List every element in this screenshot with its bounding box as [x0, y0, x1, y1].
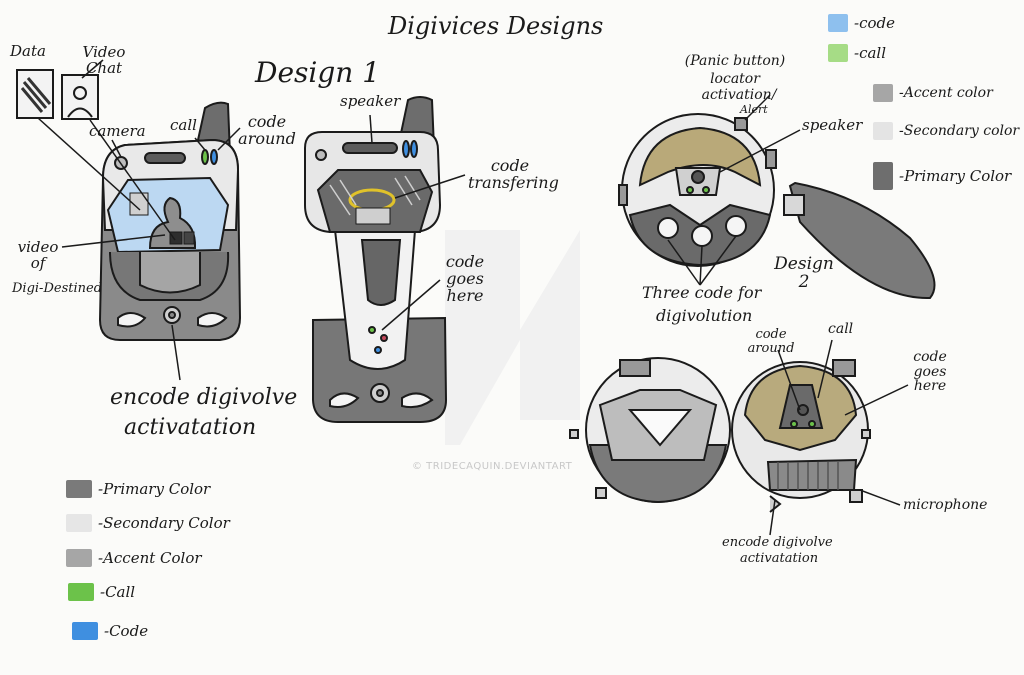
legend-right-item: -code	[828, 14, 895, 32]
watermark-text: © TRIDECAQUIN.DEVIANTART	[412, 461, 573, 472]
legend-left-item: -Call	[68, 583, 135, 601]
speaker-label-design2: speaker	[802, 116, 863, 134]
legend-left-item: -Accent Color	[66, 549, 202, 567]
legend-right-item: -Primary Color	[873, 162, 1011, 190]
data-label: Data	[10, 42, 46, 60]
design1-heading: Design 1	[255, 56, 381, 89]
microphone-label: microphone	[903, 497, 988, 513]
legend-label: Primary Color	[904, 167, 1012, 185]
digivolution-label: digivolution	[656, 306, 753, 325]
activatation-label: activatation	[124, 415, 257, 440]
code-goes-here-label-design1: code goes here	[445, 252, 485, 305]
design1-side-leader-lines	[369, 114, 466, 331]
encode-digivolve-label-design2: encode digivolve	[722, 535, 833, 550]
data-icon	[16, 69, 54, 119]
design2-top-leader-lines	[667, 94, 801, 286]
legend-right-item: -Secondary color	[873, 122, 1019, 140]
alert-label: Alert	[740, 103, 768, 116]
video-chat-label: Video Chat	[82, 43, 126, 77]
panic-button-label: (Panic button)	[684, 53, 786, 69]
legend-label: Accent Color	[103, 549, 202, 567]
design2-heading: Design 2	[774, 254, 834, 292]
digi-destined-label: Digi-Destined	[12, 281, 103, 296]
video-chat-icon	[61, 74, 99, 120]
legend-label: Secondary color	[903, 123, 1020, 139]
legend-right-item: -call	[828, 44, 886, 62]
camera-label: camera	[89, 122, 146, 140]
legend-label: Accent color	[903, 85, 993, 101]
sheet-title: Digivices Designs	[388, 12, 604, 40]
legend-left-item: -Code	[72, 622, 148, 640]
design1-device-side	[304, 96, 448, 423]
legend-swatch	[72, 622, 98, 640]
design2-device-open-left	[569, 357, 731, 504]
legend-swatch	[828, 14, 848, 32]
code-transfering-label: code transfering	[468, 156, 559, 192]
encode-digivolve-label: encode digivolve	[110, 385, 298, 410]
legend-swatch	[873, 162, 893, 190]
legend-swatch	[828, 44, 848, 62]
legend-label: Secondary Color	[103, 514, 230, 532]
legend-left-item: -Secondary Color	[66, 514, 230, 532]
legend-swatch	[873, 122, 893, 140]
activation-label: activation/	[701, 87, 777, 103]
activatation-label-design2: activatation	[740, 551, 819, 566]
legend-label: Primary Color	[103, 480, 211, 498]
design2-device-open-right	[731, 359, 871, 513]
three-code-label: Three code for	[642, 283, 762, 302]
code-around-label: code around	[238, 112, 296, 148]
watermark-logo	[445, 230, 580, 445]
legend-label: code	[859, 14, 895, 32]
legend-label: call	[859, 44, 887, 62]
call-label-design2: call	[828, 321, 854, 337]
legend-label: Call	[105, 583, 136, 601]
legend-swatch	[66, 480, 92, 498]
code-goes-here-label-design2: code goes here	[913, 349, 947, 395]
design1-leader-lines	[37, 59, 241, 381]
legend-swatch	[873, 84, 893, 102]
legend-swatch	[68, 583, 94, 601]
video-of-label: video of	[17, 238, 59, 272]
speaker-label-design1: speaker	[340, 92, 401, 110]
legend-swatch	[66, 549, 92, 567]
design2-bottom-leader-lines	[769, 339, 909, 536]
design2-device-top	[618, 113, 936, 300]
code-around-label-design2: code around	[747, 327, 795, 356]
legend-label: Code	[109, 622, 149, 640]
call-label: call	[170, 116, 197, 134]
legend-right-item: -Accent color	[873, 84, 993, 102]
legend-swatch	[66, 514, 92, 532]
locator-label: locator	[710, 71, 760, 87]
legend-left-item: -Primary Color	[66, 480, 210, 498]
